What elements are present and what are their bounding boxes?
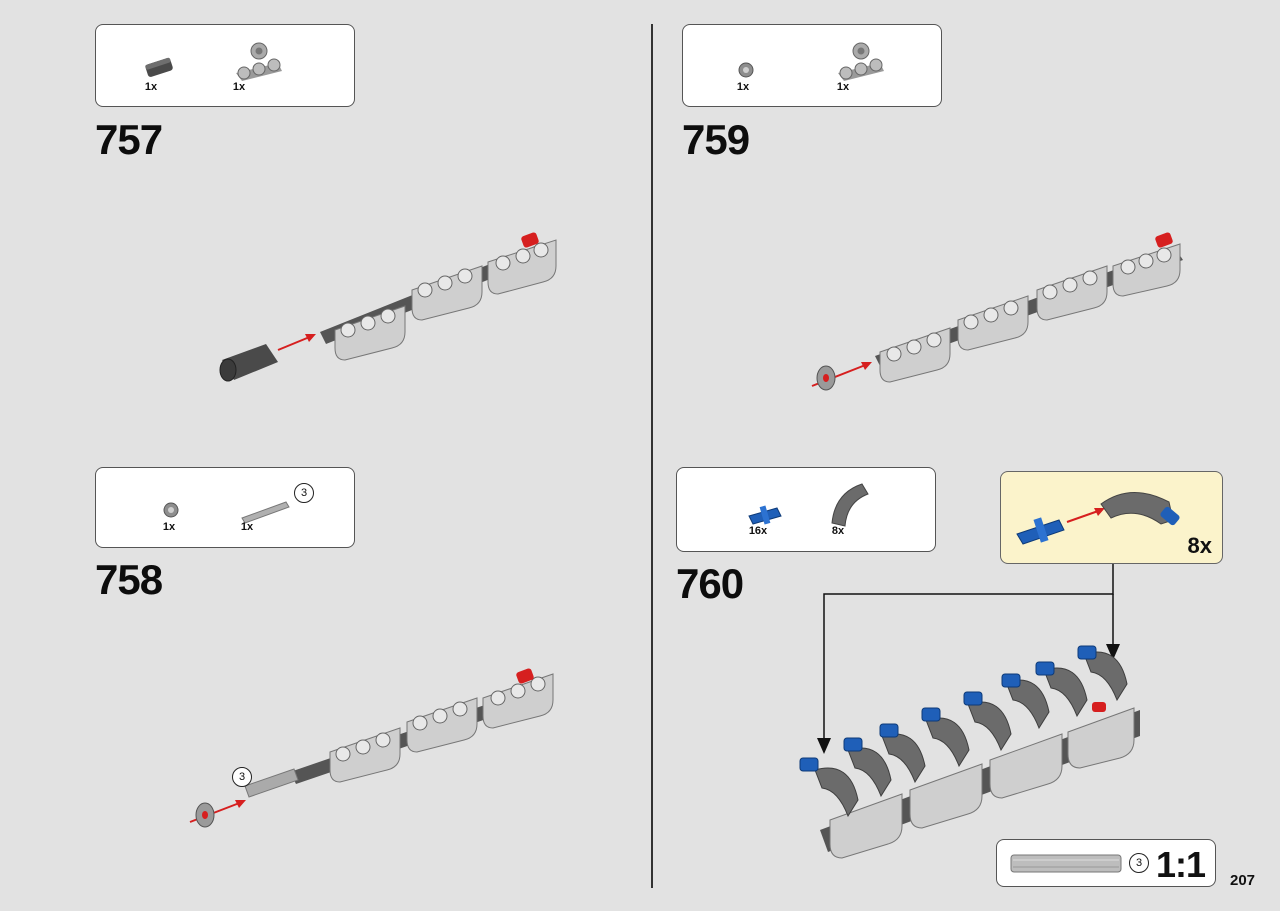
part-quantity: 1x bbox=[736, 81, 750, 93]
blue-pin-icon bbox=[1016, 517, 1065, 545]
arrow-icon bbox=[235, 800, 246, 808]
length-indicator: 3 bbox=[294, 483, 314, 503]
part-quantity: 1x bbox=[836, 81, 850, 93]
part-quantity: 16x bbox=[748, 525, 768, 537]
parts-box-step-758: 3 1x 1x bbox=[95, 467, 355, 548]
assembly-illustration-759 bbox=[811, 232, 1183, 391]
bush-icon bbox=[195, 802, 215, 828]
beam-assembly bbox=[320, 232, 557, 361]
arrow-icon bbox=[861, 362, 872, 370]
curved-panel-icon bbox=[831, 483, 869, 527]
parts-box-step-760: 16x 8x bbox=[676, 467, 936, 552]
subassembly-callout: 8x bbox=[1000, 471, 1223, 564]
parts-images-760 bbox=[748, 483, 869, 527]
subassembly-multiplier: 8x bbox=[1187, 533, 1212, 558]
arrow-icon bbox=[1094, 508, 1105, 516]
part-quantity: 8x bbox=[831, 525, 845, 537]
axle-connector-icon bbox=[145, 57, 173, 77]
beam-assembly bbox=[244, 668, 554, 798]
bush-icon bbox=[738, 62, 754, 78]
part-quantity: 1x bbox=[232, 81, 246, 93]
beam-assembly bbox=[875, 232, 1183, 383]
assembly-illustration-760 bbox=[799, 645, 1140, 859]
scale-label: 1:1 bbox=[1155, 844, 1206, 885]
parts-images-759 bbox=[738, 42, 884, 81]
length-indicator: 3 bbox=[232, 767, 252, 787]
arrow-icon bbox=[305, 334, 316, 342]
parts-images-757 bbox=[145, 42, 282, 81]
subassembly-image bbox=[1016, 492, 1180, 545]
step-number: 758 bbox=[95, 556, 163, 603]
scale-reference-box: 3 1:1 bbox=[996, 839, 1216, 887]
assembly-illustration-757 bbox=[219, 232, 557, 382]
beam-assembly bbox=[799, 645, 1140, 859]
page-divider bbox=[651, 24, 653, 888]
parts-box-step-759: 1x 1x bbox=[682, 24, 942, 107]
bush-icon bbox=[163, 502, 179, 518]
parts-images-758 bbox=[163, 501, 290, 524]
part-quantity: 1x bbox=[240, 521, 254, 533]
axle-connector-icon bbox=[219, 344, 278, 382]
axle-scale-image bbox=[1010, 854, 1122, 873]
page-number: 207 bbox=[1230, 872, 1256, 889]
step-number: 759 bbox=[682, 116, 750, 163]
parts-box-step-757: 1x 1x bbox=[95, 24, 355, 107]
arrow-down-icon bbox=[1106, 644, 1120, 660]
axle-icon bbox=[241, 501, 290, 524]
double-hole-connector-icon bbox=[236, 42, 282, 81]
arrow-down-icon bbox=[817, 738, 831, 754]
curved-panel-icon bbox=[1100, 492, 1180, 526]
bush-icon bbox=[816, 365, 836, 391]
part-quantity: 1x bbox=[162, 521, 176, 533]
length-indicator: 3 bbox=[1129, 853, 1149, 873]
step-number: 757 bbox=[95, 116, 163, 163]
blue-pin-icon bbox=[748, 505, 782, 525]
assembly-illustration-758 bbox=[189, 668, 554, 828]
step-number: 760 bbox=[676, 560, 744, 607]
double-hole-connector-icon bbox=[838, 42, 884, 81]
part-quantity: 1x bbox=[144, 81, 158, 93]
